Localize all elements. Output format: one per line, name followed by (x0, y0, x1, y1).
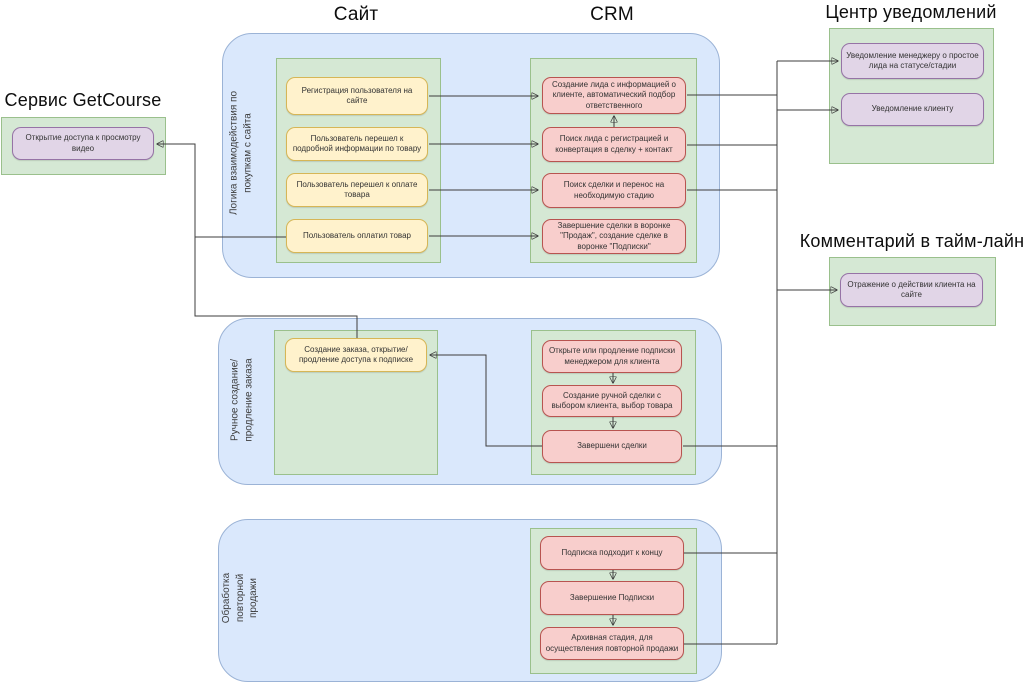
getcourse-title: Сервис GetCourse (4, 90, 162, 110)
manual-order-lane-label: Ручное создание/ продление заказа (229, 358, 255, 442)
site-step-product-details: Пользователь перешел к подробной информа… (286, 127, 428, 161)
site-step-registration: Регистрация пользователя на сайте (286, 77, 428, 115)
getcourse-open-video-access: Открытие доступа к просмотру видео (12, 127, 154, 160)
crm-step-deals-done: Завершени сделки (542, 430, 682, 463)
timeline-client-action: Отражение о действии клиента на сайте (840, 273, 983, 307)
timeline-comment-title: Комментарий в тайм-лайн (799, 231, 1024, 251)
crm-step-subscription-ending: Подписка подходит к концу (540, 536, 684, 570)
crm-step-create-lead: Создание лида с информацией о клиенте, а… (542, 77, 686, 114)
crm-step-manual-deal: Создание ручной сделки с выбором клиента… (542, 385, 682, 417)
site-step-checkout: Пользователь перешел к оплате товара (286, 173, 428, 207)
crm-step-open-subscription: Открыте или продление подписки менеджеро… (542, 340, 682, 373)
crm-step-archive-stage: Архивная стадия, для осуществления повто… (540, 627, 684, 660)
repeat-sale-lane-label: Обработка повторной продажи (220, 572, 259, 624)
site-step-paid: Пользователь оплатил товар (286, 219, 428, 253)
crm-step-find-deal: Поиск сделки и перенос на необходимую ст… (542, 173, 686, 208)
purchase-logic-lane-label: Логика взаимодействия по покупкам с сайт… (228, 90, 254, 216)
notification-center-title: Центр уведомлений (825, 2, 997, 22)
crm-step-subscription-closed: Завершение Подписки (540, 581, 684, 615)
notify-manager-idle-lead: Уведомление менеджеру о простое лида на … (841, 43, 984, 79)
site-title: Сайт (333, 4, 379, 25)
crm-step-close-deal: Завершение сделки в воронке "Продаж", со… (542, 219, 686, 254)
notify-client: Уведомление клиенту (841, 93, 984, 126)
crm-step-find-lead: Поиск лида с регистрацией и конвертация … (542, 127, 686, 162)
crm-title: CRM (590, 4, 634, 25)
site-step-create-order: Создание заказа, открытие/продление дост… (285, 338, 427, 372)
